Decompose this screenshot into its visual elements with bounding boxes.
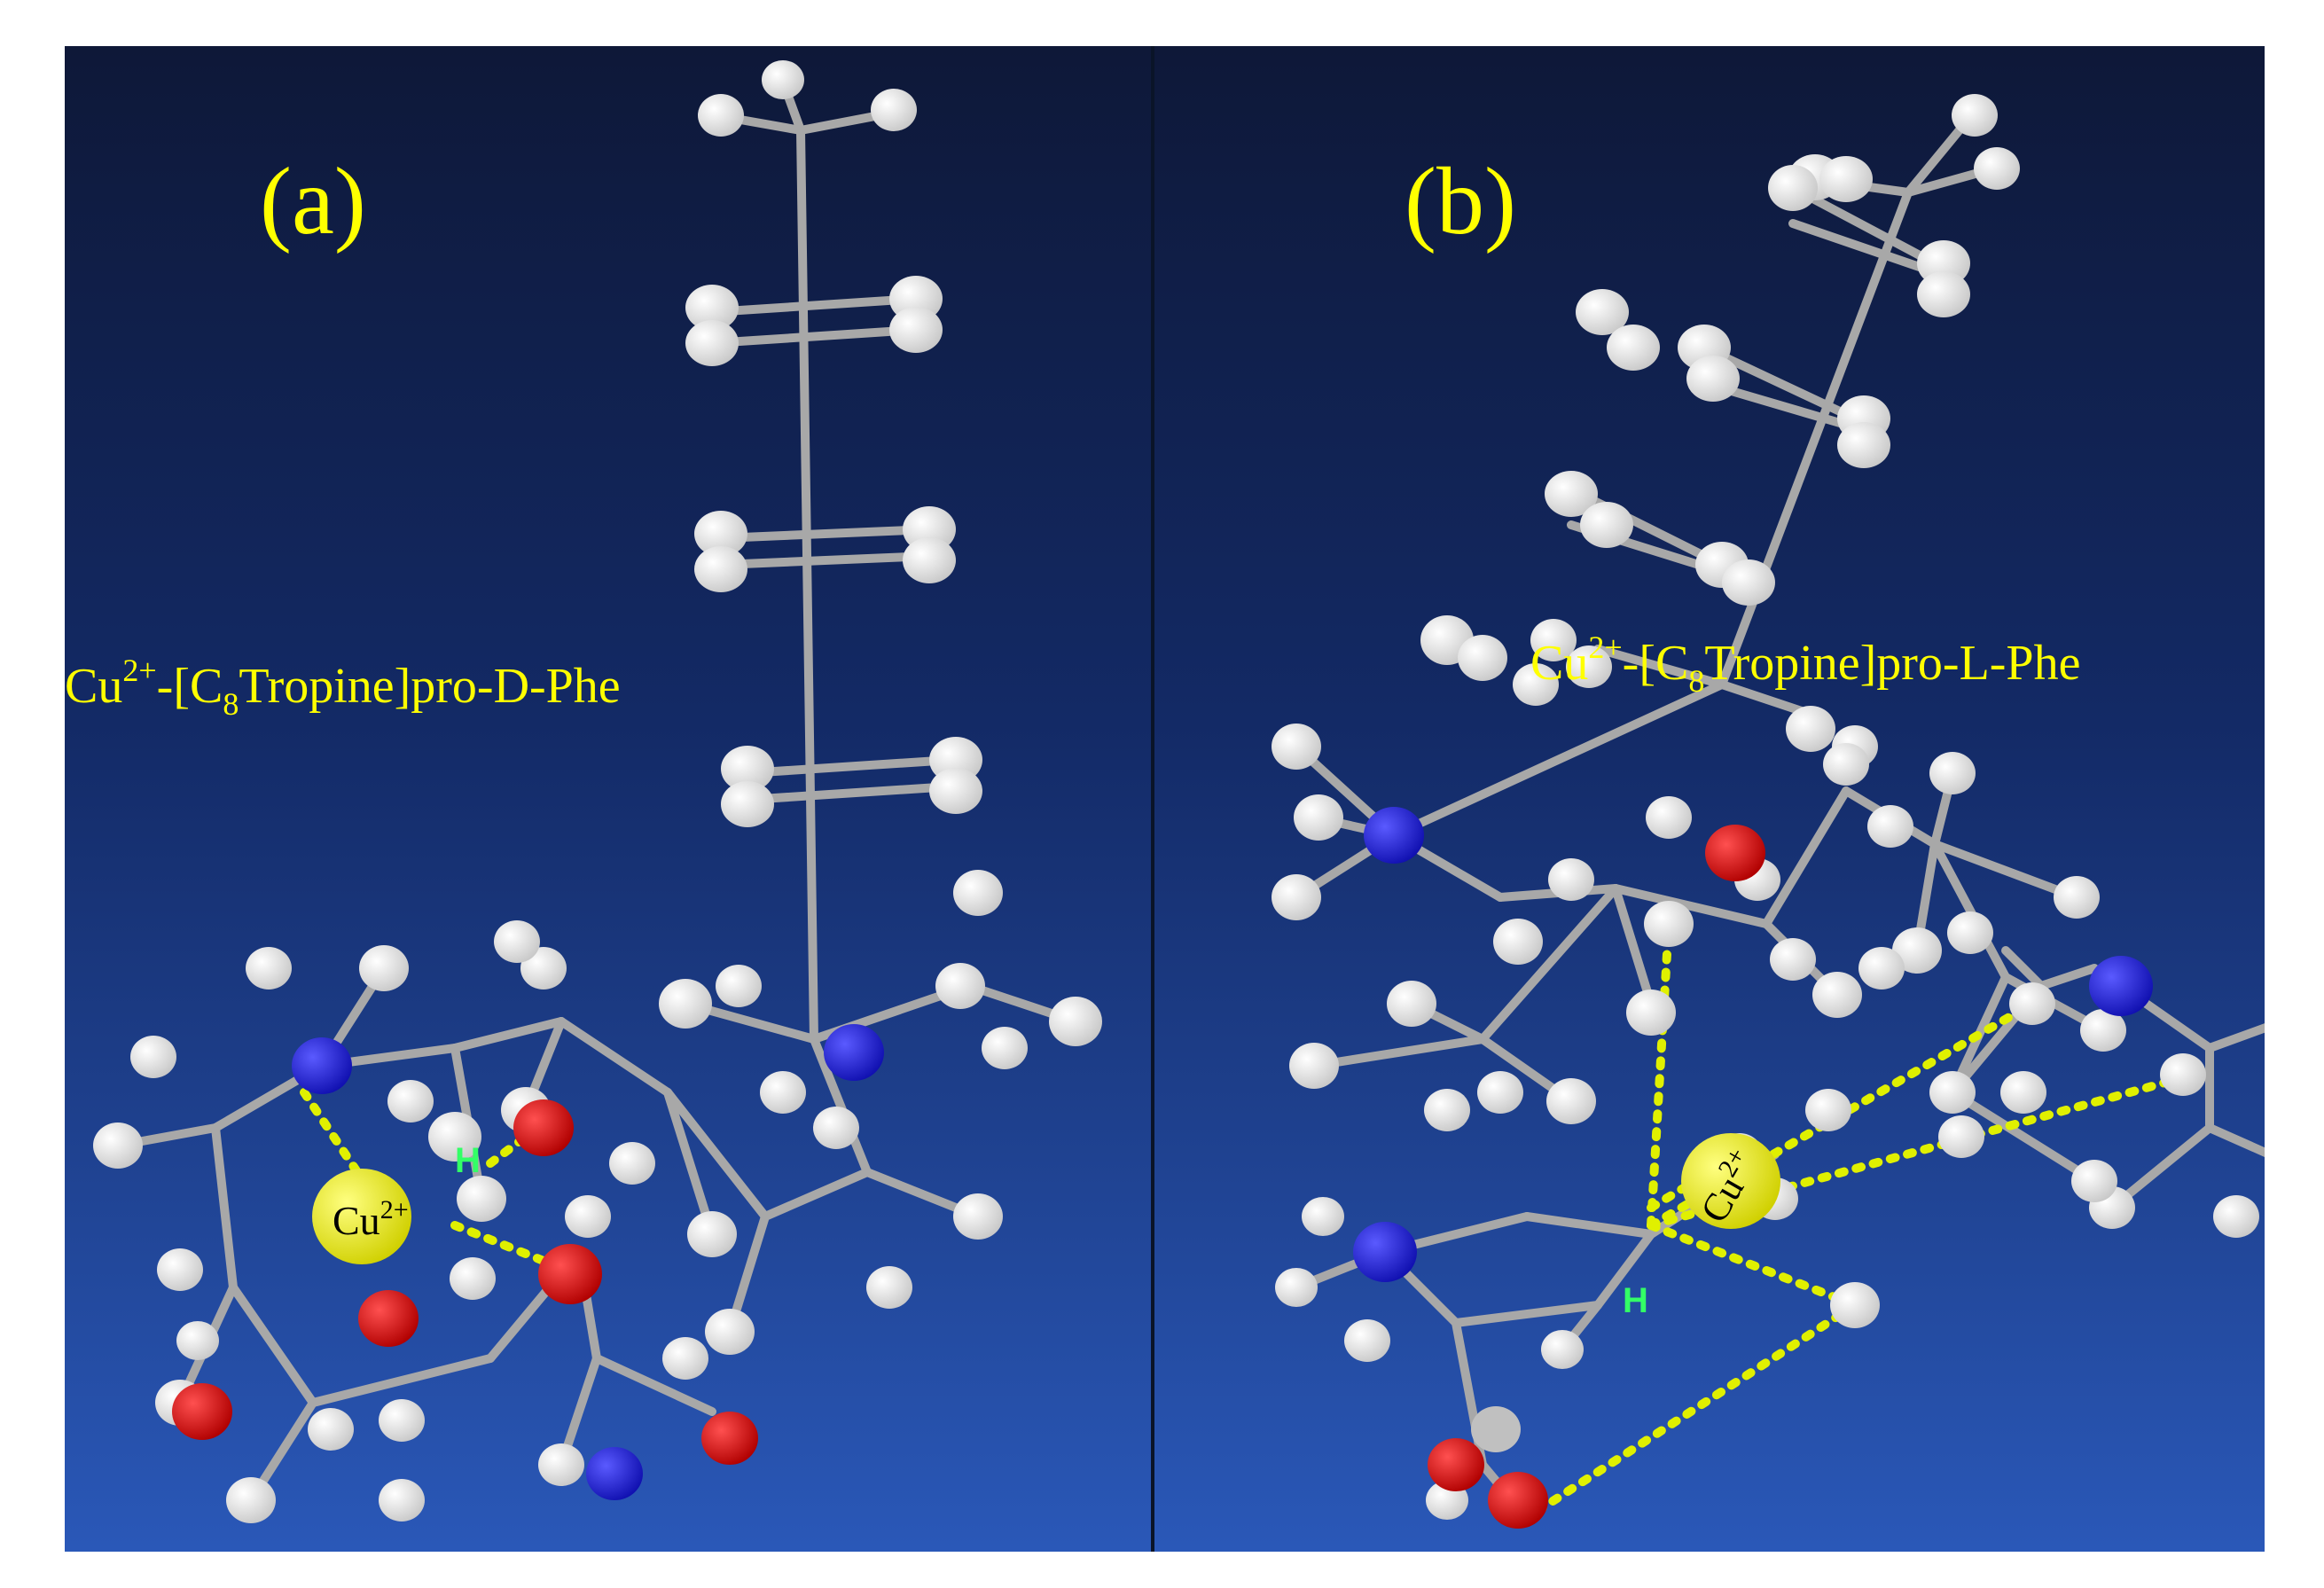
oxygen-atoms-a (172, 1099, 758, 1465)
panel-divider (1151, 46, 1154, 1552)
panel-caption-b: Cu2+-[C8Tropine]pro-L-Phe (1530, 630, 2081, 699)
panel-b-background (1154, 46, 2265, 1552)
carbon-atom-b (1471, 1406, 1521, 1452)
alkyl-chain-a (708, 77, 956, 1044)
panel-label-b: (b) (1405, 149, 1516, 254)
panel-caption-a: Cu2+-[C8Tropine]pro-D-Phe (65, 653, 621, 722)
nitrogen-atoms-a (292, 1024, 884, 1500)
hydrogen-atoms-a (93, 60, 1102, 1523)
panel-b: Cu2+ H (b) Cu2+-[C8Tropine]pro-L-Phe (1154, 46, 2265, 1552)
nitrogen-atoms-b (1353, 807, 2153, 1282)
panel-label-a: (a) (260, 149, 366, 254)
molecule-b-render: Cu2+ H (1154, 46, 2265, 1552)
copper-ion-b: Cu2+ H (1623, 1133, 1780, 1320)
metal-label-a: Cu2+ (333, 1195, 409, 1243)
molecule-a-render: Cu2+ H (65, 46, 1154, 1552)
oxygen-atoms-b (1428, 825, 1765, 1529)
hydrogen-label-a: H (455, 1141, 481, 1180)
hydrogen-label-b: H (1623, 1281, 1648, 1320)
hydrogen-atoms-b (1272, 94, 2259, 1520)
panel-a-background (65, 46, 1154, 1552)
panel-a: Cu2+ H (a) Cu2+-[C8Tropine]pro-D-Phe (65, 46, 1154, 1552)
copper-ion-a: Cu2+ H (312, 1141, 481, 1264)
